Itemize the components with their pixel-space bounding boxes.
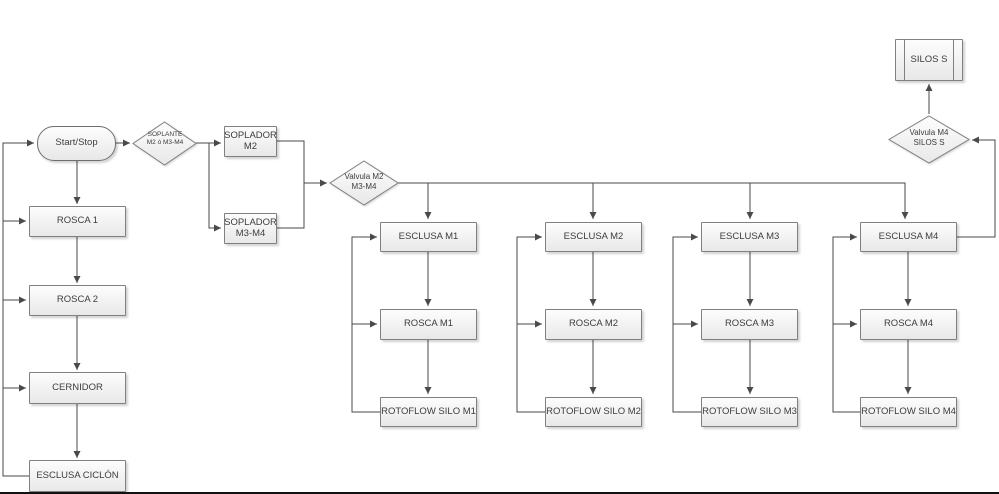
node-label: ESCLUSA M2: [563, 230, 624, 242]
node-label: ROSCA M3: [724, 318, 775, 330]
decision-valvula-m4-shape: [888, 115, 970, 164]
node-label: ROTOFLOW SILO M2: [546, 405, 641, 417]
connector-line: [398, 182, 909, 219]
connector-line: [277, 183, 305, 229]
node-label: ROSCA 1: [56, 215, 99, 227]
node-rosca-m1: ROSCA M1: [380, 309, 477, 340]
node-rosca-2: ROSCA 2: [29, 285, 126, 316]
connector-line: [957, 136, 996, 238]
bottom-border-line: [0, 492, 999, 494]
node-label: ROSCA M1: [403, 318, 454, 330]
node-label: CERNIDOR: [52, 381, 103, 393]
node-label: ROSCA 2: [56, 294, 99, 306]
node-label: ROTOFLOW SILO M3: [702, 405, 797, 417]
node-soplador-m3-m4: SOPLADOR M3-M4: [224, 213, 277, 244]
left-feedback-loop: [2, 139, 34, 477]
node-label: ROSCA M2: [568, 318, 619, 330]
node-cernidor: CERNIDOR: [29, 372, 126, 404]
connector-line: [2, 139, 34, 477]
node-label: ESCLUSA M3: [719, 230, 780, 242]
connector-line: [208, 143, 221, 232]
node-label: SOPLADOR: [224, 129, 277, 141]
node-rotoflow-silo-m4: ROTOFLOW SILO M4: [860, 397, 957, 427]
column-internal-flow: [424, 252, 912, 394]
decision-valvula-m2-shape: [329, 160, 399, 206]
node-rosca-m3: ROSCA M3: [701, 309, 798, 340]
node-label: ROTOFLOW SILO M1: [381, 405, 476, 417]
soplador-branch: [116, 139, 327, 232]
node-esclusa-m1: ESCLUSA M1: [380, 222, 477, 252]
node-start-stop: Start/Stop: [37, 126, 116, 161]
decision-soplante-shape: [132, 121, 197, 166]
node-label: M2: [243, 140, 258, 152]
node-label: ESCLUSA M1: [398, 230, 459, 242]
node-soplador-m2: SOPLADOR M2: [224, 126, 277, 157]
node-esclusa-m2: ESCLUSA M2: [545, 222, 642, 252]
node-rosca-m4: ROSCA M4: [860, 309, 957, 340]
node-rotoflow-silo-m2: ROTOFLOW SILO M2: [545, 397, 642, 427]
node-label: ESCLUSA CICLÓN: [36, 469, 119, 481]
node-rosca-1: ROSCA 1: [29, 206, 126, 237]
predefined-process-bar: [953, 40, 954, 80]
predefined-process-bar: [904, 40, 905, 80]
node-rotoflow-silo-m3: ROTOFLOW SILO M3: [701, 397, 798, 427]
node-label: ROTOFLOW SILO M4: [861, 405, 956, 417]
distribution-line: [398, 182, 909, 219]
node-label: M3-M4: [235, 227, 266, 239]
node-rotoflow-silo-m1: ROTOFLOW SILO M1: [380, 397, 477, 427]
node-label: ROSCA M4: [883, 318, 934, 330]
node-esclusa-ciclon: ESCLUSA CICLÓN: [29, 460, 126, 492]
node-silos-s: SILOS S: [895, 39, 963, 81]
node-label: SILOS S: [910, 53, 948, 65]
node-label: SOPLADOR: [224, 216, 277, 228]
node-rosca-m2: ROSCA M2: [545, 309, 642, 340]
node-label: Start/Stop: [55, 137, 98, 149]
node-esclusa-m4: ESCLUSA M4: [860, 222, 957, 252]
silos-branch: [925, 84, 996, 238]
node-label: ESCLUSA M4: [878, 230, 939, 242]
node-esclusa-m3: ESCLUSA M3: [701, 222, 798, 252]
column-feedback-loops: [351, 233, 860, 413]
connector-line: [277, 140, 305, 183]
